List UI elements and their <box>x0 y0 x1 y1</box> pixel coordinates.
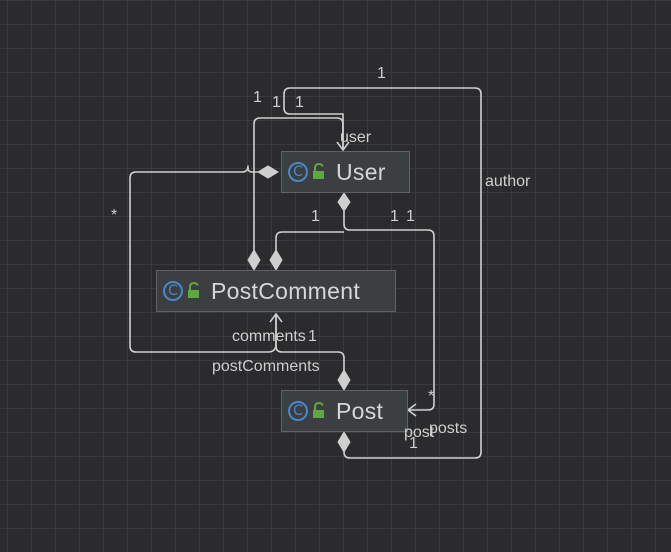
multiplicity-label: 1 <box>406 208 415 225</box>
unlocked-icon <box>313 163 324 179</box>
role-label: user <box>340 129 372 146</box>
multiplicity-label: 1 <box>272 94 281 111</box>
class-icon: C <box>163 281 183 301</box>
class-postcomment[interactable]: C PostComment <box>156 270 396 312</box>
multiplicity-label: * <box>111 207 118 224</box>
role-label: postComments <box>212 358 320 375</box>
composition-diamond-postcomment-right <box>269 249 283 271</box>
arrowhead-postcomment-bottom <box>269 312 283 323</box>
arrowhead-post-right <box>406 403 417 417</box>
class-icon: C <box>288 162 308 182</box>
multiplicity-label: 1 <box>253 89 262 106</box>
class-user[interactable]: C User <box>281 151 410 193</box>
edge-post-postcomments[interactable] <box>275 314 345 372</box>
composition-diamond-post-bottom <box>337 431 351 453</box>
edge-user-posts[interactable] <box>343 211 435 411</box>
edge-user-comments[interactable] <box>129 165 277 353</box>
class-name: User <box>336 158 386 185</box>
class-post[interactable]: C Post <box>281 390 408 432</box>
composition-diamond-postcomment-left <box>247 249 261 271</box>
role-label: post <box>404 424 435 441</box>
edge-user-self-loop[interactable] <box>253 117 344 252</box>
class-name: Post <box>336 397 384 424</box>
composition-diamond-user-left <box>257 165 279 179</box>
edge-postcomment-post[interactable] <box>275 231 344 252</box>
arrowhead-user-top <box>336 141 350 152</box>
multiplicity-label: 1 <box>390 208 399 225</box>
unlocked-icon <box>313 402 324 418</box>
multiplicity-label: 1 <box>409 435 418 452</box>
composition-diamond-user-bottom <box>337 192 351 212</box>
multiplicity-label: 1 <box>308 328 317 345</box>
multiplicity-label: 1 <box>311 208 320 225</box>
class-name: PostComment <box>211 277 361 304</box>
role-label: comments <box>232 328 306 345</box>
multiplicity-label: 1 <box>377 65 386 82</box>
class-icon: C <box>288 401 308 421</box>
unlocked-icon <box>188 282 199 298</box>
edge-post-author-loop[interactable] <box>283 87 482 459</box>
composition-diamond-post-top <box>337 369 351 391</box>
role-label: author <box>485 173 531 190</box>
multiplicity-label: 1 <box>295 94 304 111</box>
role-label: posts <box>429 420 468 437</box>
multiplicity-label: * <box>428 388 435 405</box>
